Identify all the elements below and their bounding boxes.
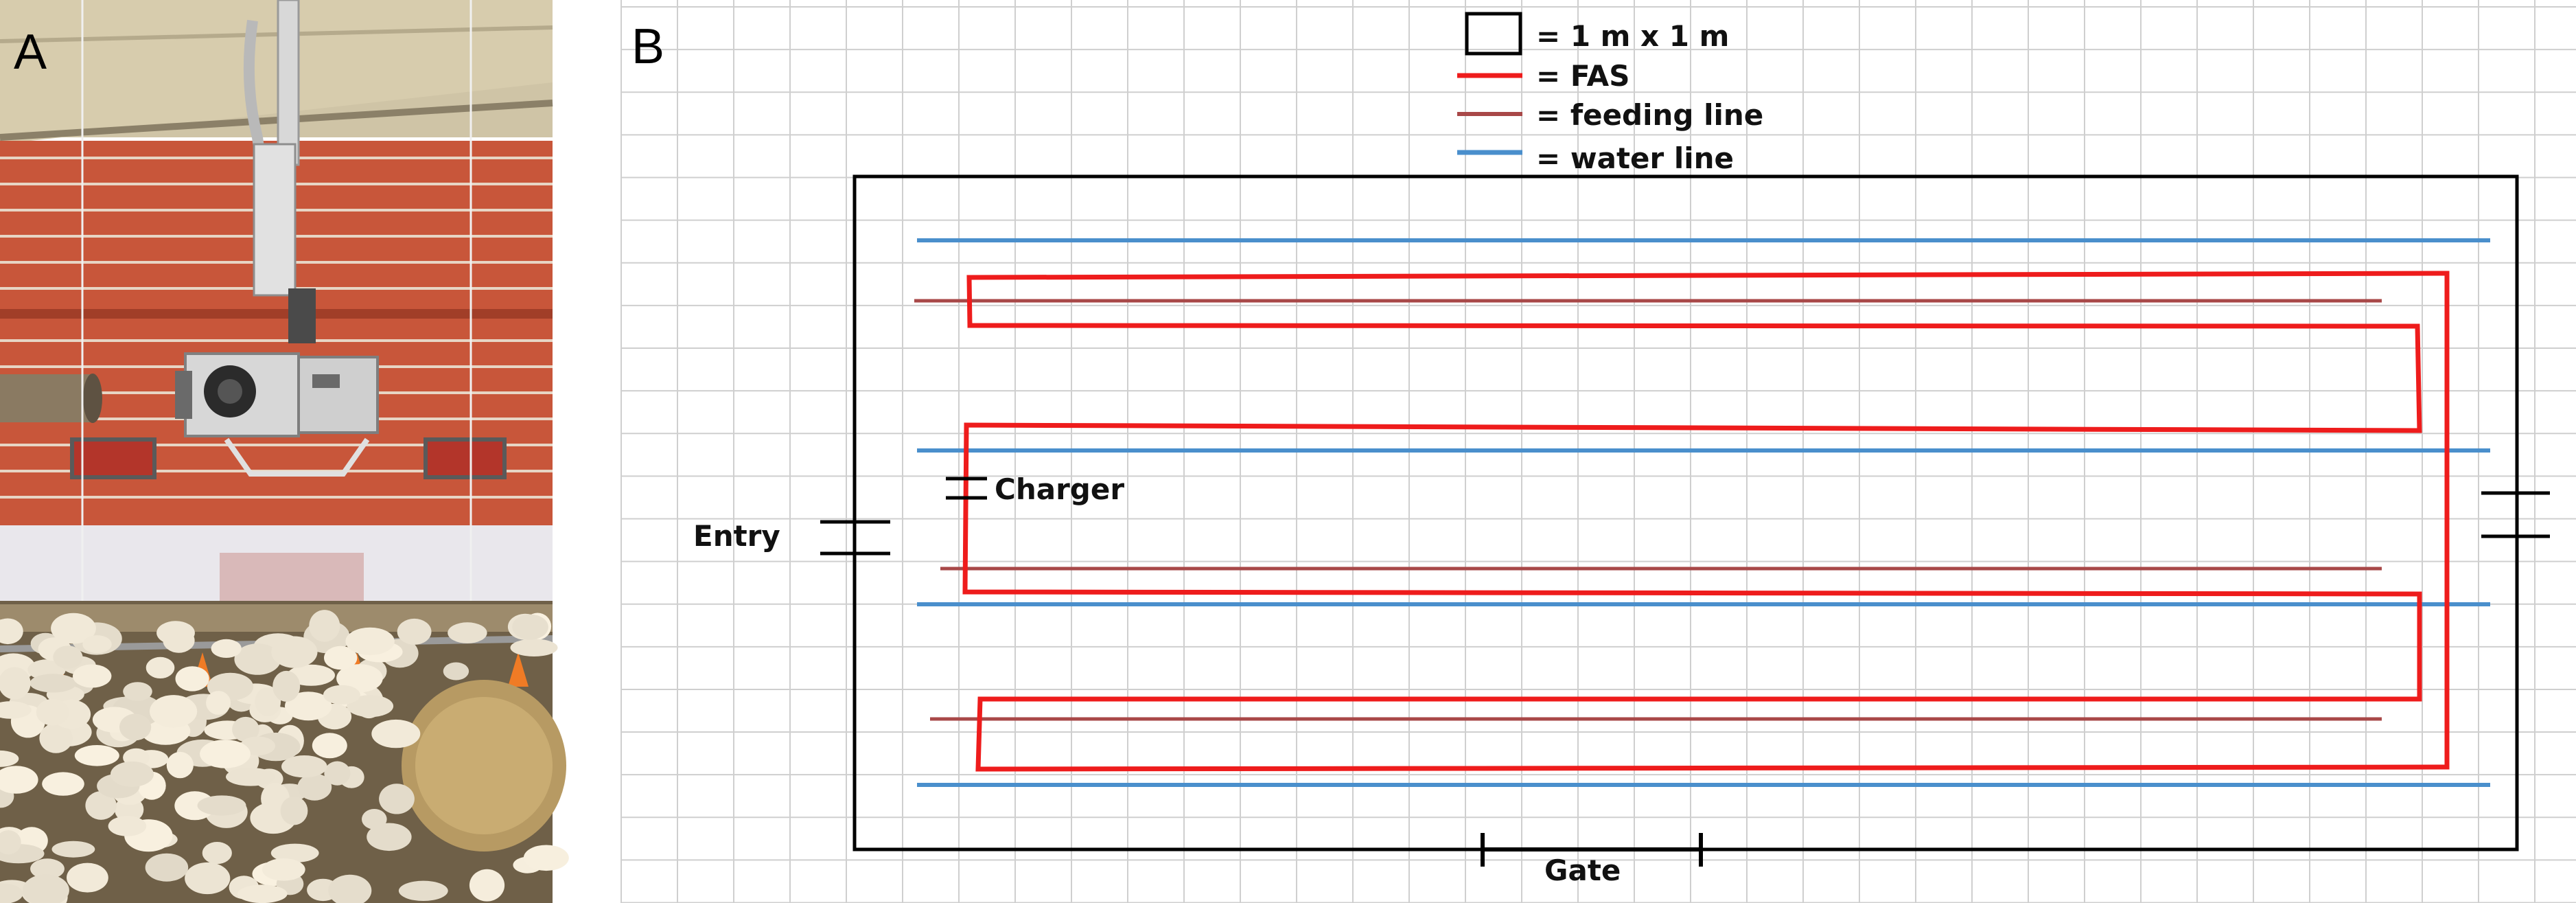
- chicken: [200, 740, 251, 768]
- entry-door-icon: [820, 520, 890, 556]
- legend-fas-label: = FAS: [1536, 59, 1629, 93]
- chicken: [166, 751, 194, 779]
- chicken: [82, 635, 112, 654]
- chicken: [287, 664, 336, 686]
- chicken: [523, 845, 569, 871]
- chicken: [323, 685, 360, 705]
- charger-icon: [946, 477, 987, 500]
- chicken: [108, 816, 147, 836]
- charger-label: Charger: [995, 472, 1124, 506]
- chicken: [0, 883, 23, 903]
- chicken: [234, 643, 281, 675]
- chicken: [512, 614, 548, 640]
- water-lines: [917, 238, 2490, 787]
- chicken: [30, 674, 77, 693]
- entry-label: Entry: [693, 519, 780, 553]
- chicken: [398, 880, 448, 902]
- chicken: [197, 795, 246, 816]
- chicken: [145, 853, 189, 882]
- chicken: [185, 862, 231, 895]
- right-door-icon: [2481, 491, 2550, 538]
- chicken: [309, 610, 340, 642]
- chicken: [510, 639, 558, 656]
- chicken: [123, 682, 152, 701]
- panel-b-label: B: [631, 19, 664, 74]
- chicken: [324, 645, 358, 670]
- chicken: [67, 862, 108, 893]
- chicken: [271, 636, 318, 668]
- chicken: [0, 701, 32, 719]
- panel-b-floor-plan: = 1 m x 1 m = FAS = feeding line = water…: [620, 0, 2576, 903]
- gate-icon: [1481, 833, 1703, 867]
- chicken: [51, 613, 96, 644]
- straw-bale-icon: [402, 680, 566, 851]
- chicken: [206, 691, 231, 715]
- chicken: [297, 773, 332, 801]
- chicken: [211, 639, 242, 659]
- chicken: [202, 842, 232, 865]
- chicken: [0, 766, 38, 794]
- chicken: [345, 627, 395, 656]
- chicken: [255, 687, 281, 717]
- chicken: [379, 784, 415, 814]
- chicken: [22, 874, 69, 903]
- chicken: [42, 772, 84, 796]
- chicken: [156, 621, 195, 645]
- legend-grid-cell-label: = 1 m x 1 m: [1536, 19, 1729, 53]
- chicken: [272, 670, 301, 702]
- legend-water-line-label: = water line: [1536, 141, 1734, 175]
- chicken: [328, 874, 372, 903]
- chicken: [270, 843, 319, 863]
- fas-route: [962, 271, 2450, 772]
- chicken: [367, 823, 412, 851]
- panel-a-label: A: [14, 25, 47, 80]
- legend-feeding-line-label: = feeding line: [1536, 98, 1763, 132]
- chicken: [448, 622, 487, 643]
- chicken: [280, 796, 308, 825]
- chicken: [0, 750, 19, 767]
- chicken: [371, 719, 421, 748]
- feeding-lines: [914, 299, 2382, 721]
- chicken: [226, 768, 275, 786]
- legend-grid-cell-swatch: [1465, 12, 1522, 56]
- chicken: [146, 656, 175, 679]
- chicken: [39, 723, 73, 753]
- chicken: [285, 691, 332, 721]
- chicken: [0, 618, 23, 645]
- chicken: [237, 884, 288, 903]
- ventilation-pipe-icon: [0, 374, 102, 423]
- chicken: [469, 869, 505, 902]
- chicken: [53, 645, 83, 669]
- chicken: [262, 858, 305, 881]
- chicken: [397, 618, 432, 645]
- chicken: [324, 761, 351, 786]
- chicken: [36, 698, 69, 726]
- camera-unit-icon: [175, 352, 300, 437]
- chicken: [150, 695, 198, 728]
- chicken: [51, 841, 95, 858]
- chicken: [0, 667, 31, 700]
- chicken: [443, 662, 469, 681]
- chicken: [175, 666, 209, 691]
- chicken: [73, 664, 112, 688]
- chicken: [85, 791, 117, 820]
- chicken: [30, 858, 65, 880]
- chicken: [312, 733, 347, 759]
- sensor-box-icon: [297, 356, 379, 434]
- chicken: [119, 713, 152, 741]
- chicken: [347, 695, 394, 718]
- legend: = 1 m x 1 m = FAS = feeding line = water…: [1457, 12, 1763, 175]
- gate-label: Gate: [1544, 854, 1621, 887]
- chicken: [336, 664, 383, 693]
- chicken: [281, 755, 327, 778]
- chicken: [111, 761, 154, 787]
- panel-a-photo: [0, 0, 569, 903]
- chicken-icon: [0, 610, 569, 903]
- chicken: [0, 830, 21, 855]
- chicken: [232, 716, 259, 742]
- chicken: [74, 745, 119, 766]
